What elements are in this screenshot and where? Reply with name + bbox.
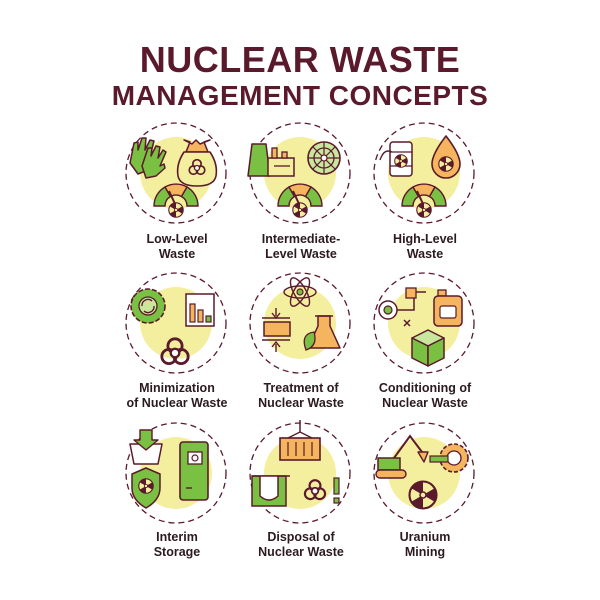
radiation-icon: [408, 480, 438, 510]
biohazard-bag-icon: [176, 139, 218, 187]
page-title: NUCLEAR WASTE: [139, 39, 461, 80]
minimization-icon: [116, 268, 236, 378]
barrel-icon: [379, 141, 413, 177]
radiation-wheel-icon: [307, 141, 341, 175]
conditioning-icon: [364, 268, 484, 378]
power-plant-icon: [247, 143, 295, 177]
atom-icon: [283, 277, 317, 307]
radiation-shield-icon: [131, 467, 161, 509]
mining-drill-icon: [429, 443, 469, 473]
interim-storage-icon: [116, 418, 236, 528]
page-subtitle: MANAGEMENT CONCEPTS: [111, 80, 489, 111]
label-intermediate-level-waste: Intermediate-Level Waste: [261, 232, 341, 261]
uranium-mining-icon: [364, 418, 484, 528]
pipeline-icon: [378, 287, 426, 327]
underground-pit-icon: [251, 475, 290, 507]
compression-icon: [262, 308, 291, 352]
intermediate-level-waste-icon: [240, 118, 360, 228]
low-level-waste-icon: [116, 118, 236, 228]
flask-leaf-icon: [303, 315, 341, 351]
excavator-icon: [375, 434, 429, 479]
cube-icon: [411, 329, 445, 367]
container-jar-icon: [433, 289, 463, 327]
storage-box-icon: [129, 429, 163, 465]
recycle-gear-icon: [130, 288, 166, 324]
decreasing-chart-icon: [185, 293, 215, 327]
disposal-icon: [240, 418, 360, 528]
gloves-icon: [129, 137, 167, 179]
treatment-icon: [240, 268, 360, 378]
radioactive-drop-icon: [431, 135, 461, 179]
biohazard-warning-icon: [303, 477, 340, 504]
high-level-waste-icon: [364, 118, 484, 228]
shipping-container-icon: [279, 420, 321, 461]
storage-door-icon: [179, 441, 209, 501]
